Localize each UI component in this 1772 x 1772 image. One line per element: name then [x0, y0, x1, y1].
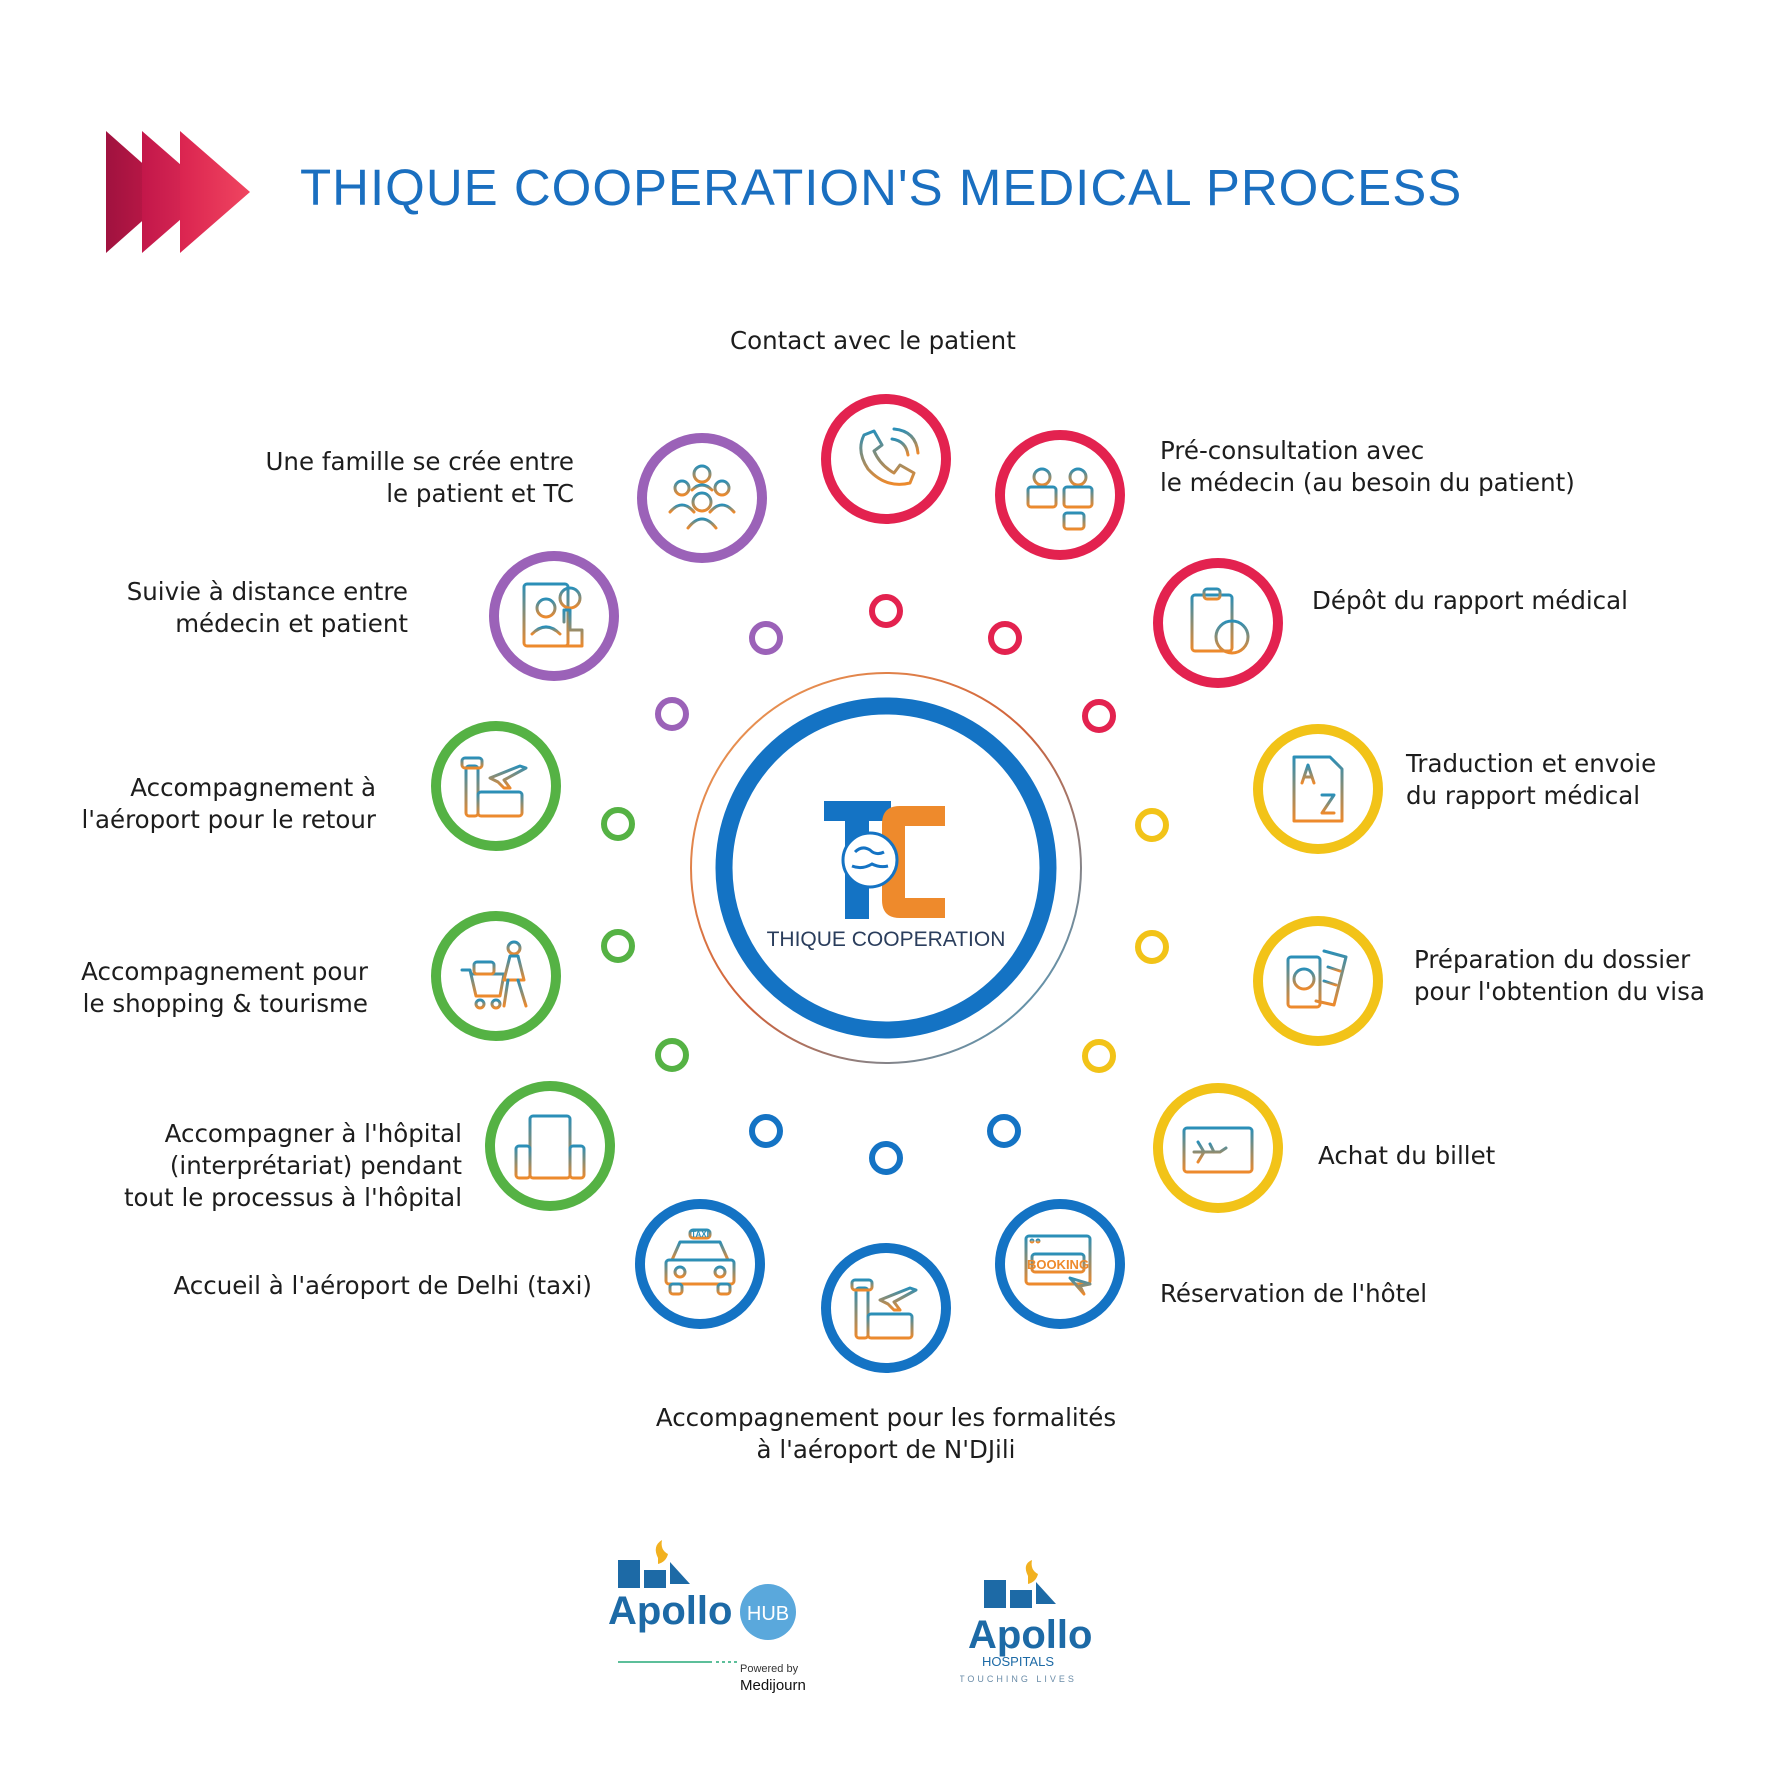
step-label-visa: Préparation du dossier pour l'obtention d…	[1414, 944, 1705, 1008]
dot	[1135, 930, 1169, 964]
step-circle-hopital	[485, 1081, 615, 1211]
step-label-line: Accompagnement à	[130, 773, 376, 802]
apollo-hub-name: Apollo	[608, 1589, 732, 1633]
step-circle-retour	[431, 721, 561, 851]
step-label-line: Contact avec le patient	[730, 326, 1016, 355]
step-circle-suivi	[489, 551, 619, 681]
dot	[749, 621, 783, 655]
step-label-line: Accueil à l'aéroport de Delhi (taxi)	[173, 1271, 592, 1300]
step-label-suivi: Suivie à distance entre médecin et patien…	[127, 576, 408, 640]
passport-icon	[1286, 949, 1348, 1009]
step-circle-contact	[821, 394, 951, 524]
step-label-contact: Contact avec le patient	[730, 325, 1016, 357]
touching-lives-text: TOUCHING LIVES	[960, 1674, 1077, 1684]
telemedicine-icon	[522, 582, 584, 648]
step-label-line: Accompagnement pour	[81, 957, 368, 986]
hospital-icon	[514, 1114, 586, 1180]
phone-icon	[859, 427, 920, 486]
header-arrows-icon	[106, 131, 250, 253]
step-label-line: le patient et TC	[386, 479, 574, 508]
step-circle-billet	[1153, 1083, 1283, 1213]
step-label-hopital: Accompagner à l'hôpital (interprétariat) …	[124, 1118, 462, 1214]
step-label-hotel: Réservation de l'hôtel	[1160, 1278, 1427, 1310]
step-label-line: Préparation du dossier	[1414, 945, 1691, 974]
dot	[988, 621, 1022, 655]
dot	[601, 807, 635, 841]
dot	[987, 1114, 1021, 1148]
step-label-billet: Achat du billet	[1318, 1140, 1495, 1172]
tc-logo-icon	[824, 801, 945, 919]
step-label-line: Achat du billet	[1318, 1141, 1496, 1170]
svg-text:BOOKING: BOOKING	[1027, 1257, 1089, 1272]
family-group-icon	[668, 464, 736, 530]
step-label-traduction: Traduction et envoie du rapport médical	[1406, 748, 1656, 812]
step-circle-traduction	[1253, 724, 1383, 854]
step-circle-shopping	[431, 911, 561, 1041]
step-label-taxi: Accueil à l'aéroport de Delhi (taxi)	[173, 1270, 592, 1302]
dot	[655, 697, 689, 731]
apollo-hub-badge: HUB	[747, 1603, 789, 1625]
step-circle-famille	[637, 433, 767, 563]
step-label-line: pour l'obtention du visa	[1414, 977, 1705, 1006]
step-circle-taxi: TAXI	[635, 1199, 765, 1329]
booking-icon: BOOKING	[1024, 1234, 1092, 1296]
taxi-icon: TAXI	[664, 1228, 736, 1296]
airport-departure-icon	[460, 748, 528, 818]
step-label-retour: Accompagnement à l'aéroport pour le retou…	[81, 772, 376, 836]
step-label-line: le shopping & tourisme	[82, 989, 368, 1018]
dot	[869, 594, 903, 628]
dot	[655, 1038, 689, 1072]
center-hub: THIQUE COOPERATION	[690, 672, 1082, 1064]
clipboard-medical-icon	[1190, 587, 1250, 655]
step-label-line: Suivie à distance entre	[126, 577, 408, 606]
step-circles: BOOKING TAXI	[431, 394, 1383, 1373]
step-label-line: Accompagnement pour les formalités	[655, 1403, 1117, 1432]
step-label-line: Réservation de l'hôtel	[1160, 1279, 1428, 1308]
translation-document-icon	[1292, 755, 1344, 823]
step-label-famille: Une famille se crée entre le patient et T…	[266, 446, 575, 510]
step-label-line: Pré-consultation avec	[1160, 436, 1425, 465]
step-label-preconsult: Pré-consultation avec le médecin (au beso…	[1160, 435, 1575, 499]
plane-ticket-icon	[1182, 1126, 1254, 1174]
center-name: THIQUE COOPERATION	[767, 928, 1006, 951]
dot	[1082, 699, 1116, 733]
connector-dots	[601, 594, 1169, 1175]
dot	[869, 1141, 903, 1175]
dot	[1135, 808, 1169, 842]
medijourn-text: Medijourn	[740, 1677, 806, 1694]
step-circle-visa	[1253, 916, 1383, 1046]
step-circle-hotel: BOOKING	[995, 1199, 1125, 1329]
shopping-cart-icon	[460, 940, 528, 1010]
step-label-line: l'aéroport pour le retour	[81, 805, 376, 834]
step-label-line: Traduction et envoie	[1406, 749, 1657, 778]
step-label-line: médecin et patient	[175, 609, 408, 638]
dot	[1082, 1039, 1116, 1073]
step-label-line: à l'aéroport de N'DJili	[756, 1435, 1016, 1464]
step-label-shopping: Accompagnement pour le shopping & tourism…	[81, 956, 368, 1020]
svg-text:TAXI: TAXI	[691, 1230, 709, 1239]
page-title: THIQUE COOPERATION'S MEDICAL PROCESS	[300, 159, 1463, 216]
step-label-line: du rapport médical	[1406, 781, 1641, 810]
consultation-icon	[1024, 467, 1096, 531]
dot	[749, 1114, 783, 1148]
apollo-hospitals-logo: Apollo HOSPITALS TOUCHING LIVES	[960, 1560, 1092, 1684]
step-circle-ndjili	[821, 1243, 951, 1373]
step-label-line: (interprétariat) pendant	[169, 1151, 462, 1180]
step-label-line: Accompagner à l'hôpital	[164, 1119, 462, 1148]
step-circle-preconsult	[995, 430, 1125, 560]
step-circle-depot	[1153, 558, 1283, 688]
step-label-line: le médecin (au besoin du patient)	[1160, 468, 1575, 497]
airport-icon	[850, 1270, 918, 1340]
step-label-depot: Dépôt du rapport médical	[1312, 585, 1628, 617]
step-label-line: Une famille se crée entre	[265, 447, 575, 476]
apollo-hospitals-name: Apollo	[968, 1613, 1092, 1657]
step-label-line: tout le processus à l'hôpital	[123, 1183, 462, 1212]
hospitals-text: HOSPITALS	[982, 1654, 1054, 1669]
dot	[601, 929, 635, 963]
step-label-line: Dépôt du rapport médical	[1312, 586, 1628, 615]
powered-by-text: Powered by	[740, 1663, 799, 1675]
step-label-ndjili: Accompagnement pour les formalités à l'aé…	[656, 1402, 1116, 1466]
apollo-hub-logo: Apollo HUB Powered by Medijourn	[608, 1540, 806, 1694]
